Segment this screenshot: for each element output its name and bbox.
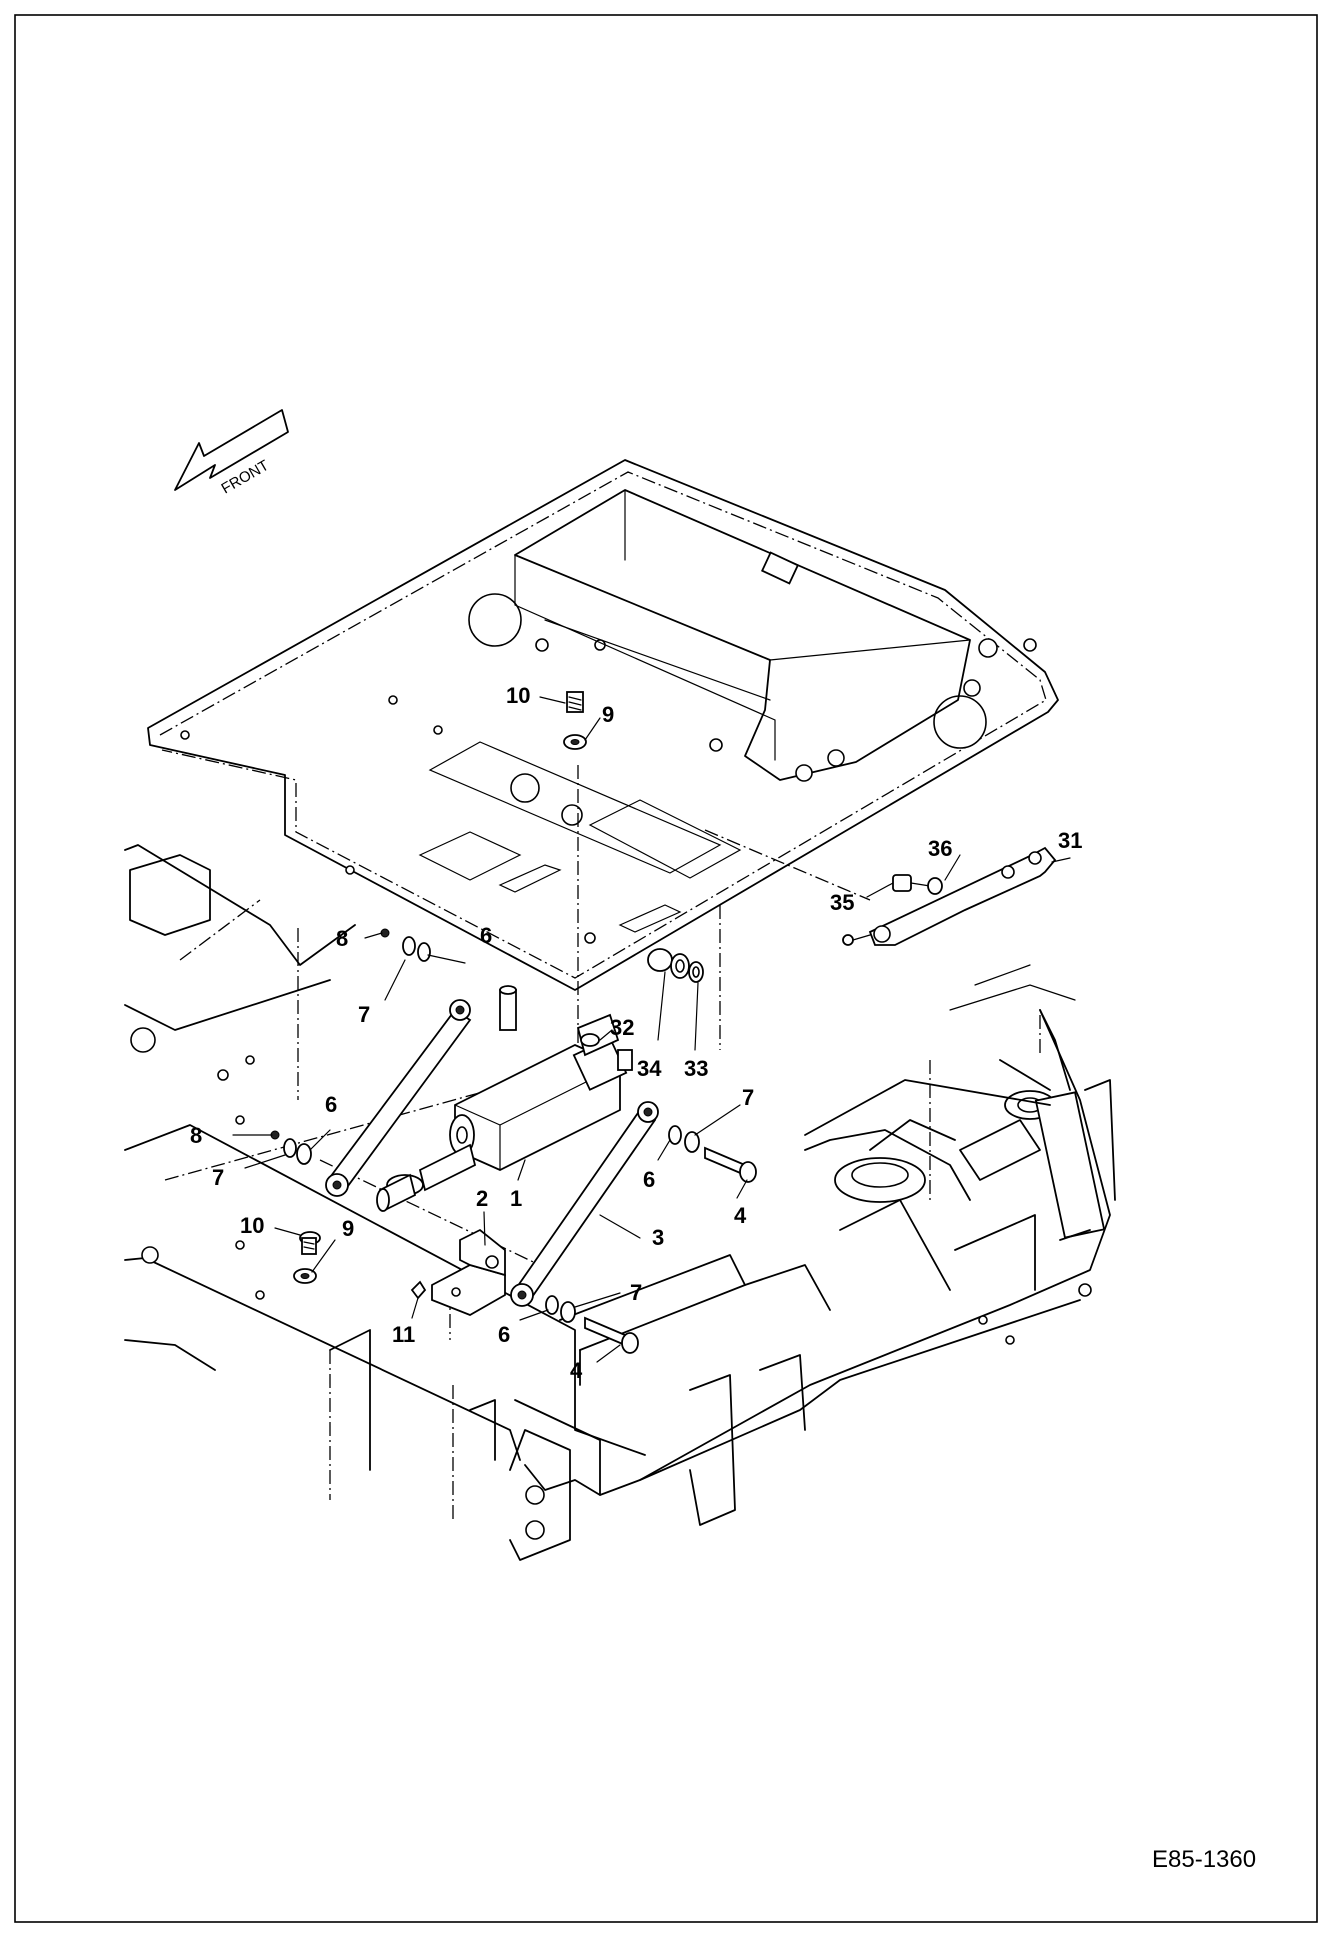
rear-block [129,854,211,936]
spacer-post [499,989,517,1031]
callout-36: 36 [928,836,952,861]
leader-lines [232,696,1071,1363]
callout-1: 1 [510,1186,522,1211]
callout-7: 7 [630,1280,642,1305]
floor-hole-small [561,804,583,826]
callout-33: 33 [684,1056,708,1081]
bolt-35 [892,874,912,892]
washers-6-7-right [668,1125,700,1153]
front-label: FRONT [219,457,272,498]
callout-31: 31 [1058,828,1082,853]
bolt-10-lower [299,1231,321,1255]
bolt-10-upper [566,691,584,713]
floor-access-hole-right [933,695,987,749]
floor-hole [510,773,540,803]
washers-6-7-lower [545,1295,576,1323]
chassis-frame [124,844,1116,1561]
pin-4-upper [704,1146,757,1183]
callout-4: 4 [570,1358,583,1383]
floor-plate [147,459,1059,991]
drawing-code: E85-1360 [1152,1846,1256,1873]
callout-9: 9 [342,1216,354,1241]
nut-32 [647,948,673,972]
link-rod-3 [510,1101,659,1307]
screw-11 [410,1280,427,1300]
callout-6: 6 [480,923,492,948]
callout-35: 35 [830,890,854,915]
callout-6: 6 [498,1322,510,1347]
callout-7: 7 [742,1085,754,1110]
console-handle [760,551,800,585]
link-rod-left [325,999,472,1197]
callout-2: 2 [476,1186,488,1211]
washers-6-7-lower-left [270,1130,312,1165]
bracket-31 [842,846,1057,946]
callout-8: 8 [336,926,348,951]
washers-6-7-upper-left [380,928,431,962]
drawing-frame [14,14,1318,1923]
callout-9: 9 [602,702,614,727]
callout-labels: 10 9 36 31 35 8 6 7 32 34 33 6 8 7 7 6 4… [190,683,1082,1383]
callout-11: 11 [392,1322,415,1347]
cylinder-1 [376,1013,633,1212]
washer-36 [927,877,943,895]
callout-3: 3 [652,1225,664,1250]
bracket-2 [431,1228,506,1316]
callout-6: 6 [643,1167,655,1192]
callout-8: 8 [190,1123,202,1148]
callout-6: 6 [325,1092,337,1117]
callout-10: 10 [240,1213,264,1238]
callout-7: 7 [358,1002,370,1027]
callout-7: 7 [212,1165,224,1190]
callout-32: 32 [610,1015,634,1040]
callout-4: 4 [734,1203,747,1228]
front-direction-arrow: FRONT [174,409,289,498]
callout-10: 10 [506,683,530,708]
callout-34: 34 [637,1056,662,1081]
pin-4-lower [584,1316,639,1354]
floor-access-hole-left [468,593,522,647]
